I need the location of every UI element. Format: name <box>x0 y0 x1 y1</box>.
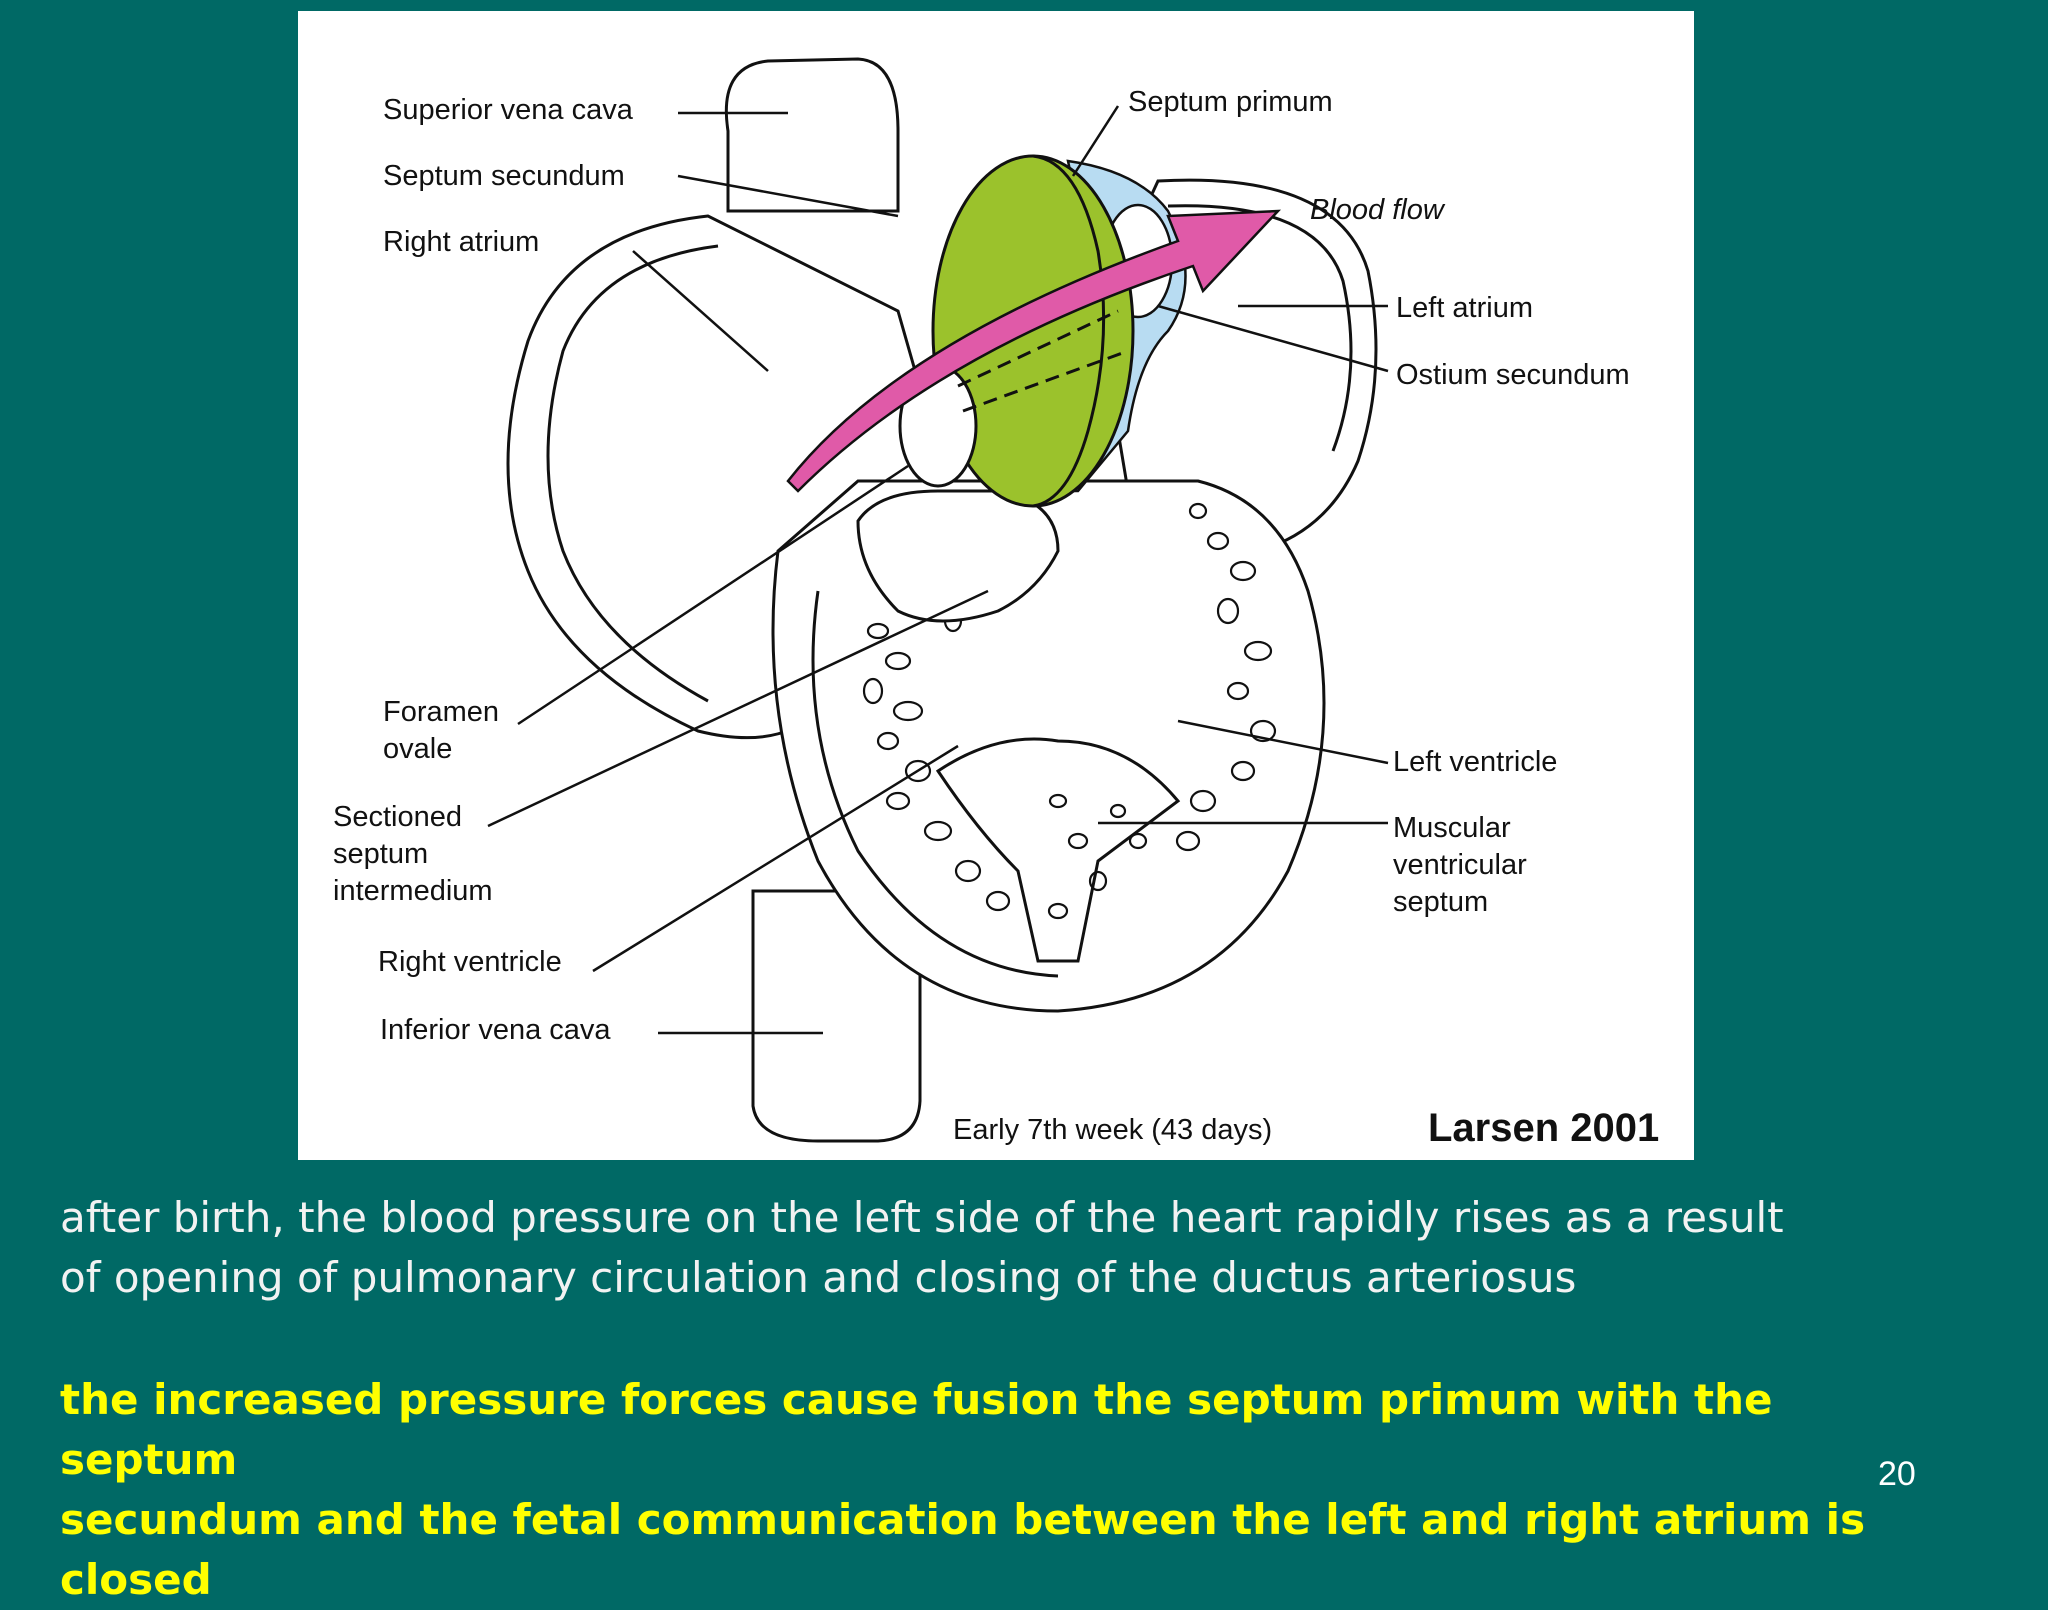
label-left-atrium: Left atrium <box>1396 292 1533 324</box>
label-muscular-line3: septum <box>1393 886 1488 918</box>
highlight-line-2: secundum and the fetal communication bet… <box>60 1495 1866 1604</box>
label-left-ventricle: Left ventricle <box>1393 746 1557 778</box>
label-superior-vena-cava: Superior vena cava <box>383 94 634 126</box>
slide-number: 20 <box>1878 1455 1916 1493</box>
label-muscular-line2: ventricular <box>1393 849 1527 881</box>
explanation-line-2: of opening of pulmonary circulation and … <box>60 1253 1577 1302</box>
label-septum-primum: Septum primum <box>1128 86 1333 118</box>
muscular-septum-shape <box>935 737 1181 963</box>
heart-diagram: Superior vena cava Septum secundum Right… <box>298 11 1694 1160</box>
label-sectioned-line3: intermedium <box>333 875 493 907</box>
label-right-ventricle: Right ventricle <box>378 946 562 978</box>
highlight-line-1: the increased pressure forces cause fusi… <box>60 1375 1773 1484</box>
label-ostium-secundum: Ostium secundum <box>1396 359 1630 391</box>
superior-vena-cava-shape <box>724 57 900 213</box>
blood-flow-arrow <box>786 209 1282 493</box>
label-septum-secundum: Septum secundum <box>383 160 625 192</box>
label-foramen-ovale-line1: Foramen <box>383 696 499 728</box>
figure-caption: Early 7th week (43 days) <box>953 1114 1272 1146</box>
label-muscular-line1: Muscular <box>1393 812 1511 844</box>
label-sectioned-line2: septum <box>333 838 428 870</box>
label-right-atrium: Right atrium <box>383 226 539 258</box>
label-blood-flow: Blood flow <box>1310 194 1446 226</box>
inferior-vena-cava-shape <box>751 889 922 1143</box>
label-inferior-vena-cava: Inferior vena cava <box>380 1014 611 1046</box>
septum-intermedium-shape <box>856 489 1060 623</box>
label-foramen-ovale-line2: ovale <box>383 733 452 765</box>
figure-credit: Larsen 2001 <box>1428 1106 1659 1150</box>
explanation-line-1: after birth, the blood pressure on the l… <box>60 1193 1784 1242</box>
label-sectioned-line1: Sectioned <box>333 801 462 833</box>
highlight-paragraph: the increased pressure forces cause fusi… <box>60 1370 1960 1610</box>
explanation-paragraph: after birth, the blood pressure on the l… <box>60 1188 1960 1308</box>
